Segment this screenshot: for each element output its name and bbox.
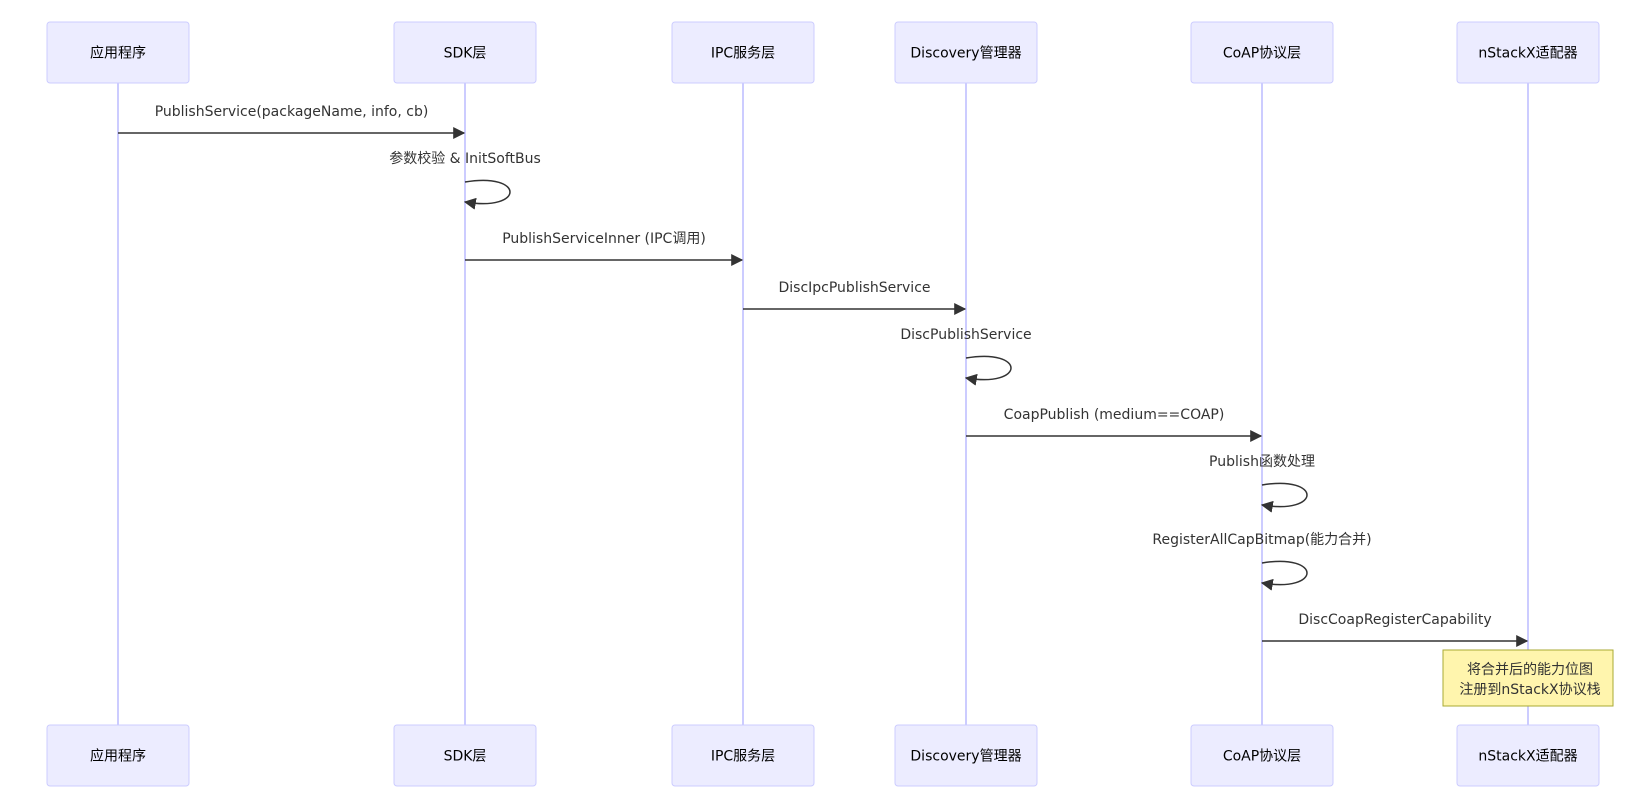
participant-box <box>894 724 1038 787</box>
participant-box <box>1456 21 1600 84</box>
message-3: PublishServiceInner (IPC调用) <box>465 231 744 266</box>
participant-box <box>671 21 815 84</box>
self-message-arrow <box>463 179 511 210</box>
participant-label: CoAP协议层 <box>1223 749 1301 765</box>
message-label: PublishServiceInner (IPC调用) <box>502 231 706 247</box>
message-label: Publish函数处理 <box>1209 454 1315 470</box>
message-label: 参数校验 & InitSoftBus <box>389 150 541 167</box>
message-label: DiscPublishService <box>900 327 1031 343</box>
participant-label: 应用程序 <box>90 748 146 765</box>
participant-label: SDK层 <box>444 749 487 765</box>
participant-disc-bottom: Discovery管理器 <box>894 724 1038 787</box>
participant-label: Discovery管理器 <box>910 46 1021 62</box>
note-line: 注册到nStackX协议栈 <box>1459 682 1600 698</box>
message-8: RegisterAllCapBitmap(能力合并) <box>1152 532 1372 591</box>
message-7: Publish函数处理 <box>1209 454 1315 513</box>
message-2: 参数校验 & InitSoftBus <box>389 150 541 210</box>
message-9: DiscCoapRegisterCapability <box>1262 612 1529 647</box>
participant-label: IPC服务层 <box>711 46 775 62</box>
participant-label: nStackX适配器 <box>1478 46 1577 62</box>
message-5: DiscPublishService <box>900 327 1032 386</box>
participant-box <box>46 724 190 787</box>
participant-box <box>393 21 537 84</box>
self-message-arrow <box>964 355 1012 386</box>
participant-box <box>46 21 190 84</box>
participant-label: IPC服务层 <box>711 749 775 765</box>
message-label: DiscIpcPublishService <box>778 280 930 296</box>
participant-box <box>393 724 537 787</box>
participant-label: nStackX适配器 <box>1478 749 1577 765</box>
message-6: CoapPublish (medium==COAP) <box>966 407 1263 442</box>
participant-label: 应用程序 <box>90 45 146 62</box>
message-1: PublishService(packageName, info, cb) <box>118 104 466 139</box>
participant-coap-top: CoAP协议层 <box>1190 21 1334 84</box>
participant-label: SDK层 <box>444 46 487 62</box>
participant-box <box>1190 724 1334 787</box>
message-label: PublishService(packageName, info, cb) <box>155 104 429 120</box>
participant-nstack-top: nStackX适配器 <box>1456 21 1600 84</box>
message-label: CoapPublish (medium==COAP) <box>1004 407 1225 423</box>
message-label: DiscCoapRegisterCapability <box>1298 612 1491 628</box>
participant-disc-top: Discovery管理器 <box>894 21 1038 84</box>
participant-sdk-bottom: SDK层 <box>393 724 537 787</box>
participant-coap-bottom: CoAP协议层 <box>1190 724 1334 787</box>
participant-sdk-top: SDK层 <box>393 21 537 84</box>
self-message-arrow <box>1260 482 1308 513</box>
message-label: RegisterAllCapBitmap(能力合并) <box>1152 532 1371 548</box>
participant-box <box>1456 724 1600 787</box>
participant-box <box>1190 21 1334 84</box>
participant-label: CoAP协议层 <box>1223 46 1301 62</box>
participant-label: Discovery管理器 <box>910 749 1021 765</box>
note-line: 将合并后的能力位图 <box>1467 662 1593 678</box>
self-message-arrow <box>1260 560 1308 591</box>
participant-ipc-top: IPC服务层 <box>671 21 815 84</box>
participant-nstack-bottom: nStackX适配器 <box>1456 724 1600 787</box>
note-box <box>1442 649 1614 707</box>
participant-box <box>894 21 1038 84</box>
participant-app-bottom: 应用程序 <box>46 724 190 787</box>
participant-ipc-bottom: IPC服务层 <box>671 724 815 787</box>
participant-box <box>671 724 815 787</box>
message-4: DiscIpcPublishService <box>743 280 967 315</box>
participant-app-top: 应用程序 <box>46 21 190 84</box>
